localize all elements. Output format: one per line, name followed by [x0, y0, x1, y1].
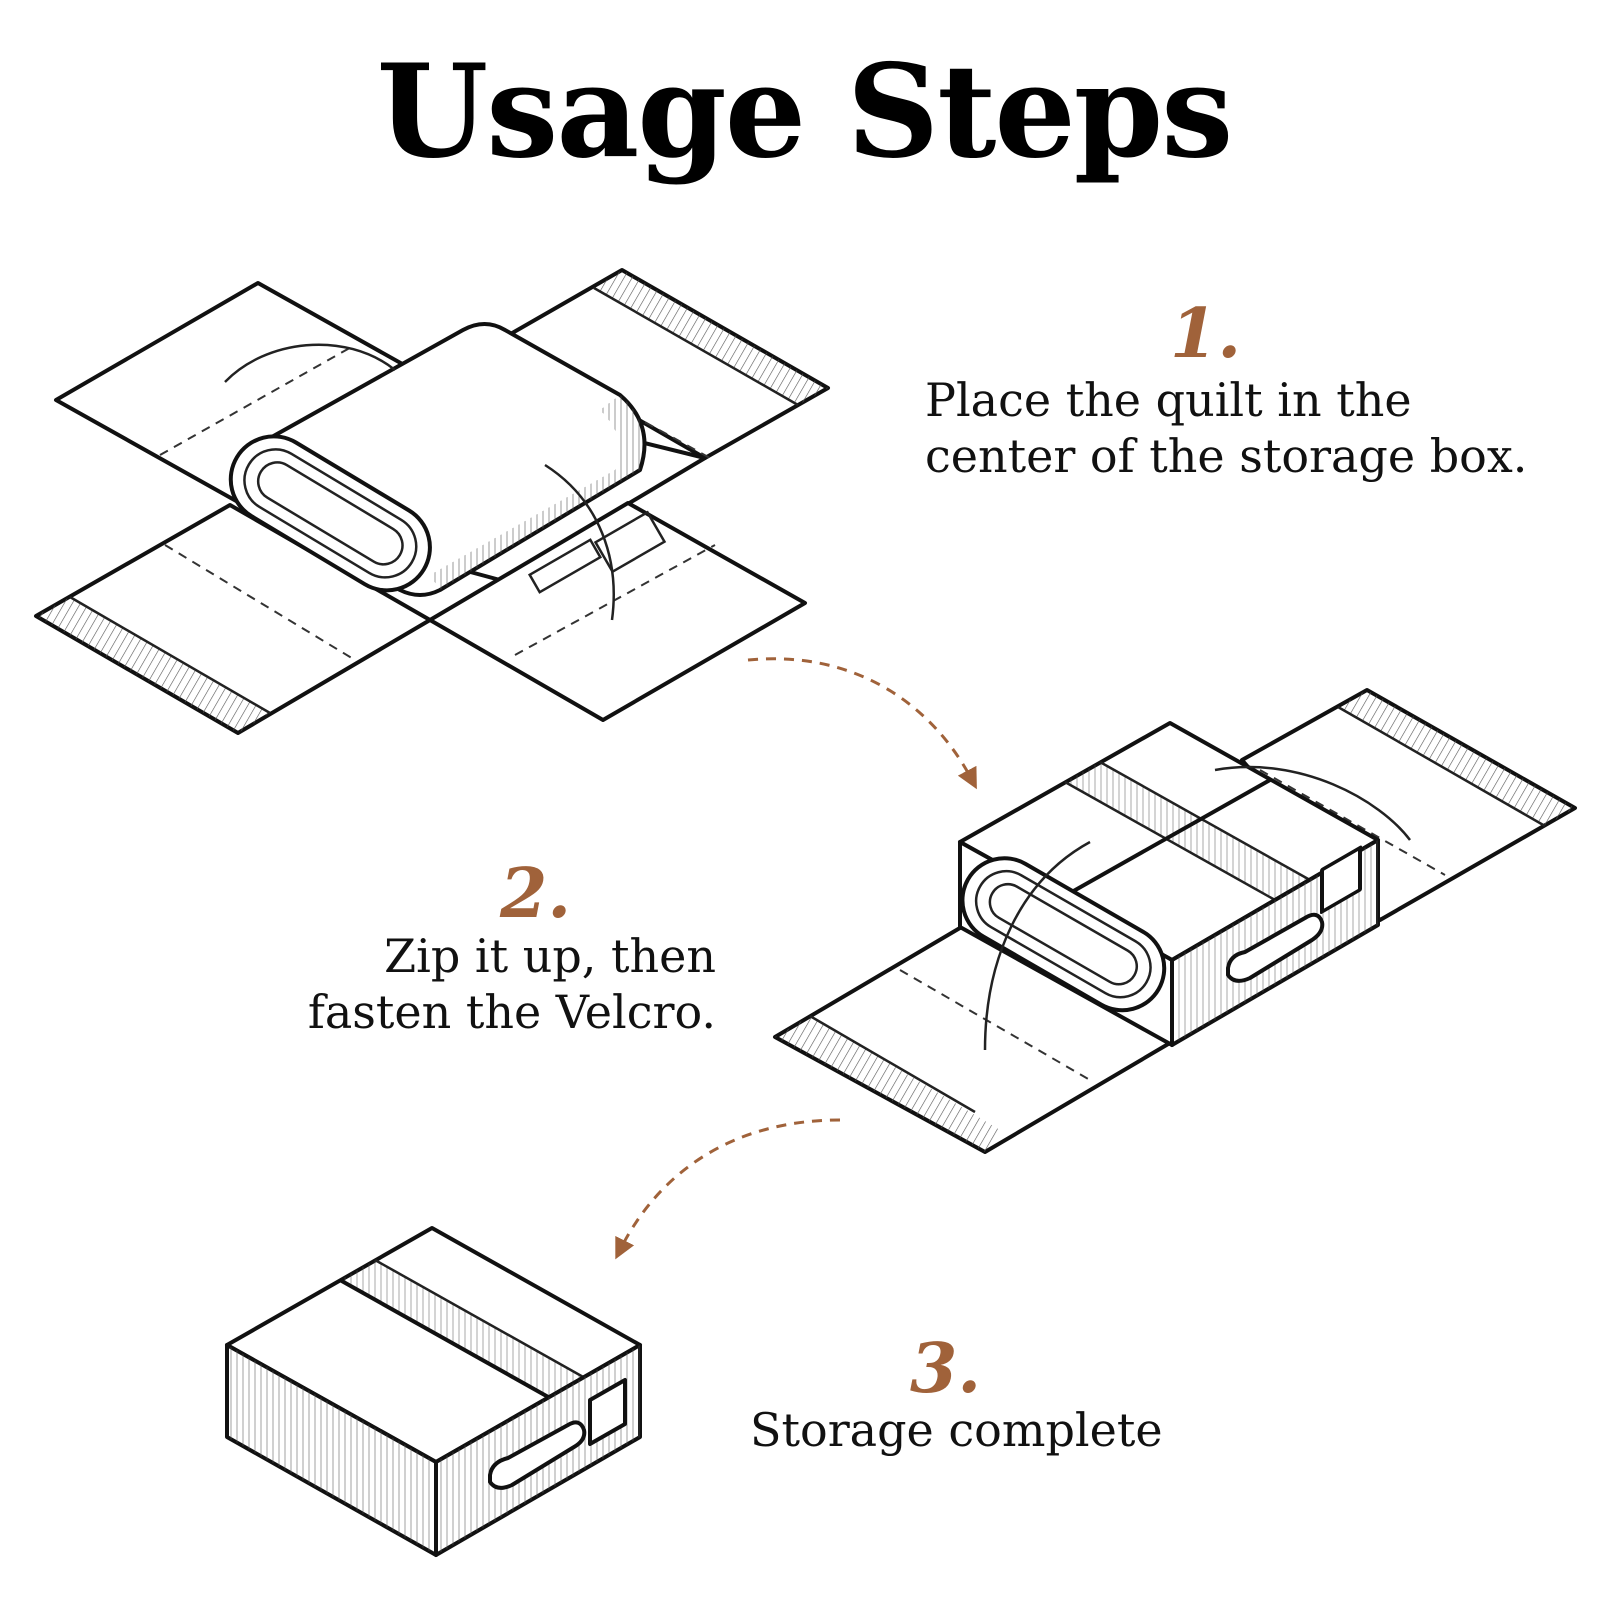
step-3-line-1: Storage complete — [750, 1403, 1163, 1457]
step-1-text: Place the quilt in the center of the sto… — [925, 372, 1527, 484]
step-2-text: Zip it up, then fasten the Velcro. — [308, 928, 716, 1040]
arrow-step1-to-step2 — [747, 657, 977, 790]
closed-box-handle — [488, 1420, 587, 1490]
step-1-illustration — [34, 268, 830, 735]
step-3-number: 3. — [910, 1329, 981, 1409]
step-1-line-2: center of the storage box. — [925, 429, 1528, 483]
box-flap-front-right — [428, 501, 807, 722]
box-handle — [1226, 912, 1325, 983]
step-2-illustration — [773, 688, 1577, 1154]
page-title: Usage Steps — [376, 37, 1234, 187]
step-3-text: Storage complete — [750, 1402, 1163, 1458]
step-2-number: 2. — [500, 854, 571, 934]
step-1-line-1: Place the quilt in the — [925, 373, 1412, 427]
step-1-number: 1. — [1170, 294, 1241, 374]
step-3-illustration — [225, 1226, 642, 1557]
step-2-line-1: Zip it up, then — [384, 929, 716, 983]
closed-box-label — [588, 1378, 627, 1446]
step-2-line-2: fasten the Velcro. — [307, 985, 716, 1039]
arrow-step2-to-step3 — [615, 1118, 841, 1260]
